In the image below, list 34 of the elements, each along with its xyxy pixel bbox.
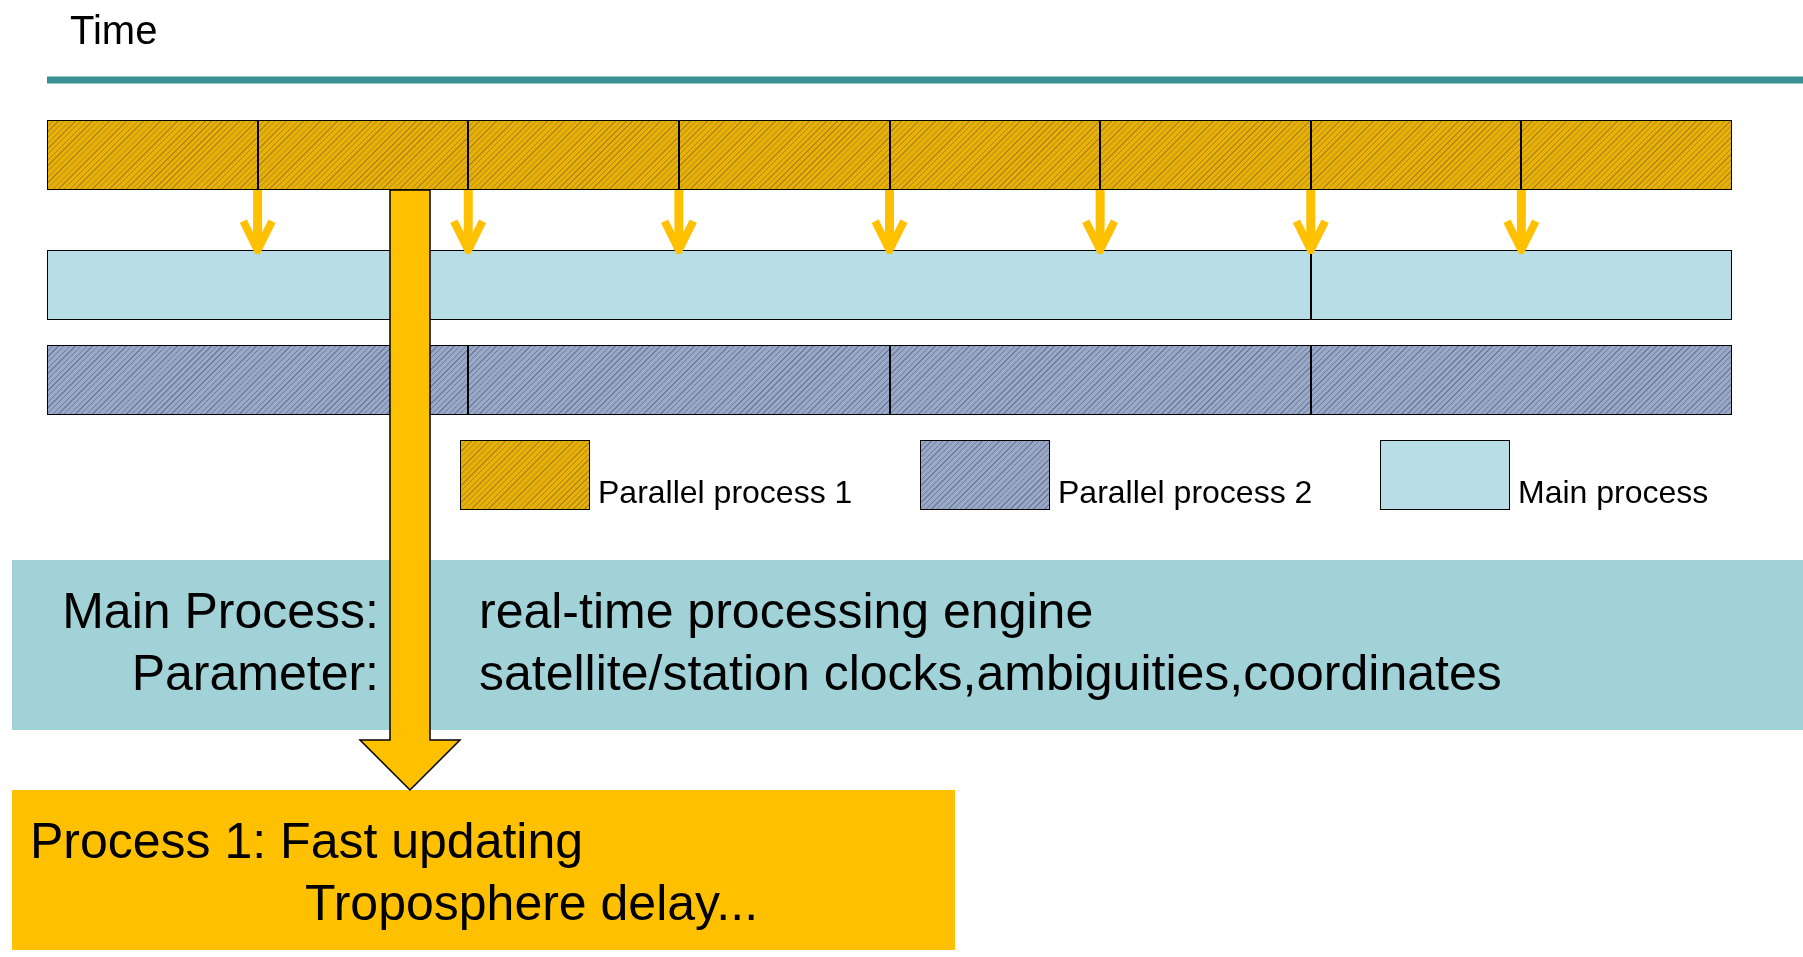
arrow [1081, 190, 1119, 254]
arrow [239, 190, 276, 254]
timeline-bar [1521, 120, 1732, 190]
timeline-bar [678, 120, 890, 190]
timeline-bar [1310, 250, 1732, 320]
timeline-bar [257, 120, 469, 190]
arrow [660, 190, 698, 254]
timeline-bar [889, 345, 1311, 415]
timeline-bar [1100, 120, 1311, 190]
timeline-bar [47, 345, 469, 415]
arrow [1292, 190, 1330, 254]
legend-label: Parallel process 2 [1058, 474, 1313, 511]
arrow [1503, 190, 1540, 254]
legend-label: Parallel process 1 [598, 474, 853, 511]
panel-text: Troposphere delay... [305, 874, 759, 933]
info-panel [12, 790, 955, 950]
panel-text: Main Process: [62, 582, 379, 641]
timeline-bar [1310, 345, 1732, 415]
timeline-bar [468, 120, 679, 190]
block-arrow [358, 189, 462, 792]
arrow [871, 190, 908, 254]
axis-label: Time [70, 8, 158, 53]
panel-text: satellite/station clocks,ambiguities,coordinates [479, 644, 1502, 703]
timeline-bar [47, 250, 1311, 320]
timeline-bar [468, 345, 890, 415]
panel-text: Parameter: [131, 644, 379, 703]
panel-text: Process 1: Fast updating [30, 812, 584, 871]
arrow [449, 190, 487, 254]
timeline-bar [889, 120, 1101, 190]
legend-label: Main process [1518, 474, 1709, 511]
info-panel [12, 560, 1803, 730]
timeline-bar [47, 120, 258, 190]
panel-text: real-time processing engine [479, 582, 1094, 641]
timeline-bar [1310, 120, 1522, 190]
